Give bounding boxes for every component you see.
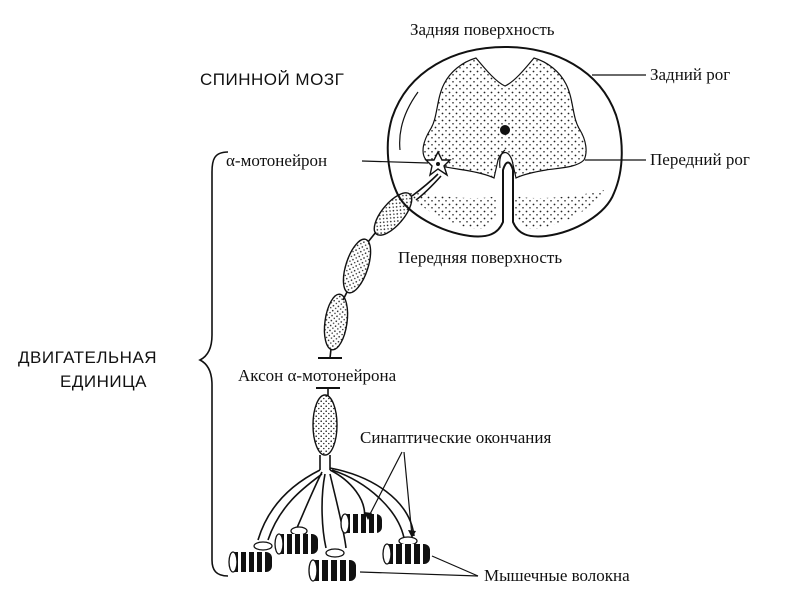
muscle-fiber [228,551,272,573]
spinal-cord-label: СПИННОЙ МОЗГ [200,70,345,89]
muscle-fiber [308,559,356,582]
posterior-horn-label: Задний рог [650,65,731,84]
axon-label: Аксон α-мотонейрона [238,366,397,385]
anterior-horn-label: Передний рог [650,150,750,169]
myelin-segment [373,192,413,236]
muscle-fiber [340,513,382,534]
posterior-surface-label: Задняя поверхность [410,20,555,39]
grey-matter [422,57,587,179]
anterior-surface-label: Передняя поверхность [398,248,563,267]
myelin-segment [342,238,372,294]
alpha-motoneuron-label: α-мотонейрон [226,151,328,170]
motor-unit-brace [198,151,229,577]
synaptic-pointers [364,451,416,538]
central-canal [500,125,510,135]
muscle-pointers [359,555,479,577]
leader-lines [361,74,646,164]
motor-unit-label-line1: ДВИГАТЕЛЬНАЯ [18,348,158,367]
synaptic-endings-label: Синаптические окончания [360,428,552,447]
myelin-segment [312,394,338,456]
spinal-cord-section [386,45,623,238]
myelin-segment [323,293,349,351]
muscle-fiber [382,543,430,565]
muscle-fiber [274,533,318,555]
white-matter-speckle [408,190,497,229]
motor-unit-label-line2: ЕДИНИЦА [60,372,147,391]
axon [312,173,442,470]
muscle-fibers-label: Мышечные волокна [484,566,630,585]
muscle-fibers [228,513,430,582]
